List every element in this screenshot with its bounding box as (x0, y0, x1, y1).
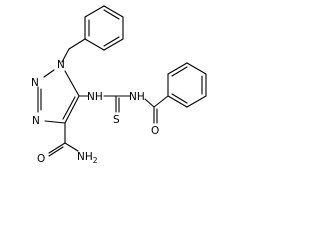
atom-nh2-label: NH2 (77, 151, 98, 165)
atom-s-label: S (113, 114, 120, 126)
atom-nh2-subscript: 2 (93, 156, 98, 165)
chemical-structure: N N N NH NH S O O NH2 (31, 5, 207, 165)
triazole-ring (37, 69, 80, 124)
atom-nh2-main: NH (77, 151, 93, 163)
amide-co-double-bond-a (48, 142, 66, 154)
amide-co-double-bond-b (48, 146, 64, 157)
amide-cn-bond (64, 142, 79, 152)
atom-n2-label: N (31, 77, 39, 89)
atom-n1-label: N (57, 59, 65, 71)
benzyl-ch2-bond (68, 38, 86, 50)
atom-nh-thio-label: NH (87, 91, 103, 103)
co-phenyl-bond (153, 95, 169, 108)
benzyl-phenyl-ring (84, 5, 124, 51)
atom-nh-acyl-label: NH (129, 91, 145, 103)
atom-n3-label: N (32, 115, 40, 127)
atom-o-benzoyl-label: O (151, 125, 159, 137)
nh-co-bond (144, 98, 155, 108)
benzoyl-phenyl-ring (167, 62, 207, 108)
ch2-n1-bond (61, 48, 70, 63)
atom-o-amide-label: O (37, 153, 45, 165)
